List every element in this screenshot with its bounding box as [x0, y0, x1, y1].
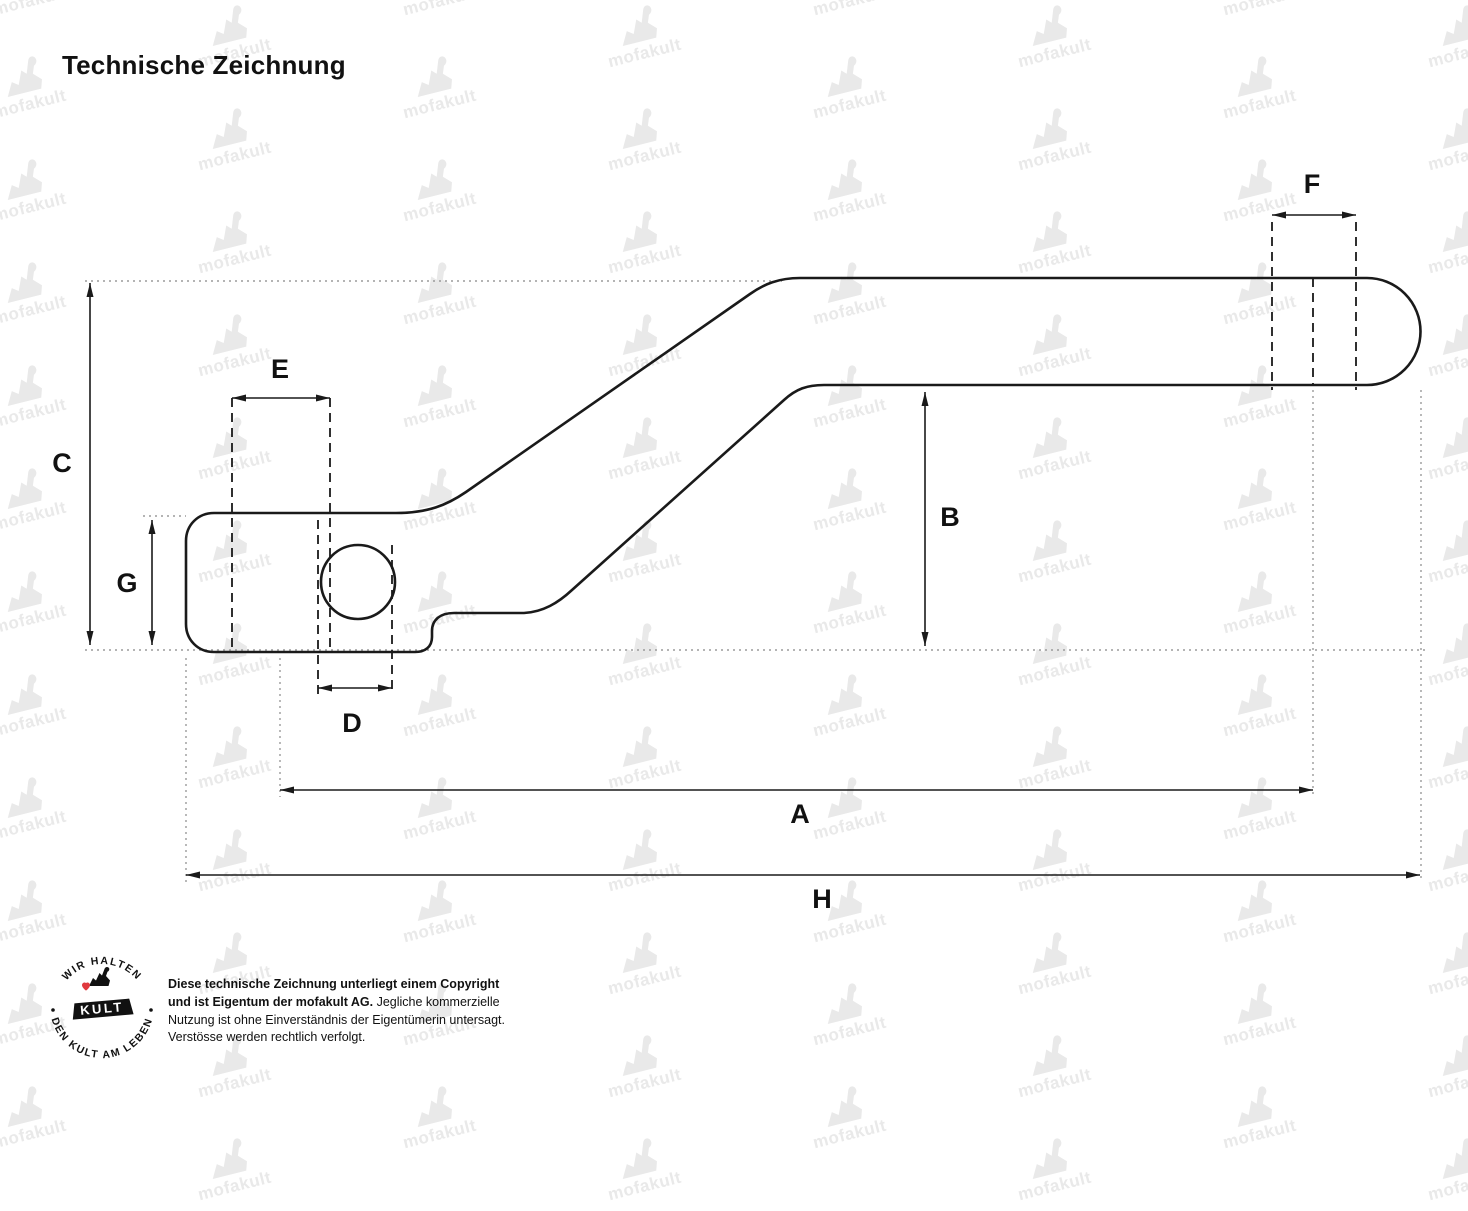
arrowhead	[186, 871, 200, 879]
arrowhead	[148, 631, 156, 645]
technical-drawing: C G E D B F A	[52, 169, 1428, 914]
watermark-text: mofakult	[195, 1167, 274, 1205]
badge-bottom-text: DEN KULT AM LEBEN	[49, 1016, 156, 1061]
badge-center-text: KULT	[80, 999, 125, 1018]
badge-dot-left	[51, 1008, 55, 1012]
dimension-d: D	[318, 684, 392, 738]
dimension-label-h: H	[812, 884, 832, 914]
arrowhead	[86, 631, 94, 645]
copyright-text: Diese technische Zeichnung unterliegt ei…	[168, 976, 520, 1047]
dimension-label-g: G	[116, 568, 137, 598]
badge-goat-icon	[89, 966, 110, 986]
arrowhead	[921, 632, 929, 646]
badge-banner-shape	[72, 998, 134, 1020]
watermark-text: mofakult	[1425, 1167, 1468, 1205]
dimension-label-a: A	[790, 799, 810, 829]
dimension-label-d: D	[342, 708, 362, 738]
dimension-a: A	[280, 786, 1313, 829]
badge-banner: KULT	[72, 998, 134, 1020]
mofakult-goat-icon	[622, 1138, 657, 1180]
dimension-label-b: B	[940, 502, 960, 532]
arrowhead	[86, 283, 94, 297]
arrowhead	[921, 392, 929, 406]
part-bore-hole	[319, 543, 397, 621]
arrowhead	[1299, 786, 1313, 794]
watermark-text: mofakult	[1015, 1167, 1094, 1205]
arrowhead	[1406, 871, 1420, 879]
mofakult-kult-badge: WIR HALTEN DEN KULT AM LEBEN KULT	[49, 955, 156, 1061]
dimension-label-e: E	[271, 354, 289, 384]
watermark-text: mofakult	[1220, 1115, 1299, 1153]
badge-heart-icon	[82, 982, 90, 991]
hidden-lines	[231, 222, 1357, 694]
watermark: mofakult	[980, 1125, 1119, 1210]
dimension-g: G	[116, 520, 156, 645]
dimension-e: E	[232, 354, 330, 402]
dimension-label-c: C	[52, 448, 72, 478]
part	[184, 276, 1422, 654]
dimension-b: B	[921, 392, 960, 646]
watermark: mofakult	[160, 1125, 299, 1210]
arrowhead	[316, 394, 330, 402]
page-title: Technische Zeichnung	[62, 50, 346, 80]
dimension-label-f: F	[1304, 169, 1321, 199]
watermark-text: mofakult	[605, 1167, 684, 1205]
arrowhead	[378, 684, 392, 692]
arrowhead	[280, 786, 294, 794]
dimension-f: F	[1272, 169, 1356, 219]
arrowhead	[232, 394, 246, 402]
watermark: mofakult	[1390, 1125, 1468, 1210]
badge-dot-right	[149, 1008, 153, 1012]
dimension-h: H	[186, 871, 1420, 914]
watermark: mofakult	[570, 1125, 709, 1210]
arrowhead	[318, 684, 332, 692]
copyright-bold-text: Diese technische Zeichnung unterliegt ei…	[168, 977, 500, 1009]
mofakult-goat-icon	[1032, 1138, 1067, 1180]
arrowhead	[148, 520, 156, 534]
mofakult-goat-icon	[212, 1138, 247, 1180]
dimension-c: C	[52, 283, 94, 645]
watermark-text: mofakult	[400, 1115, 479, 1153]
mofakult-goat-icon	[1442, 1138, 1468, 1180]
arrowhead	[1342, 211, 1356, 219]
watermark-text: mofakult	[810, 1115, 889, 1153]
part-outline	[184, 276, 1422, 654]
arrowhead	[1272, 211, 1286, 219]
watermark-text: mofakult	[0, 1115, 69, 1153]
